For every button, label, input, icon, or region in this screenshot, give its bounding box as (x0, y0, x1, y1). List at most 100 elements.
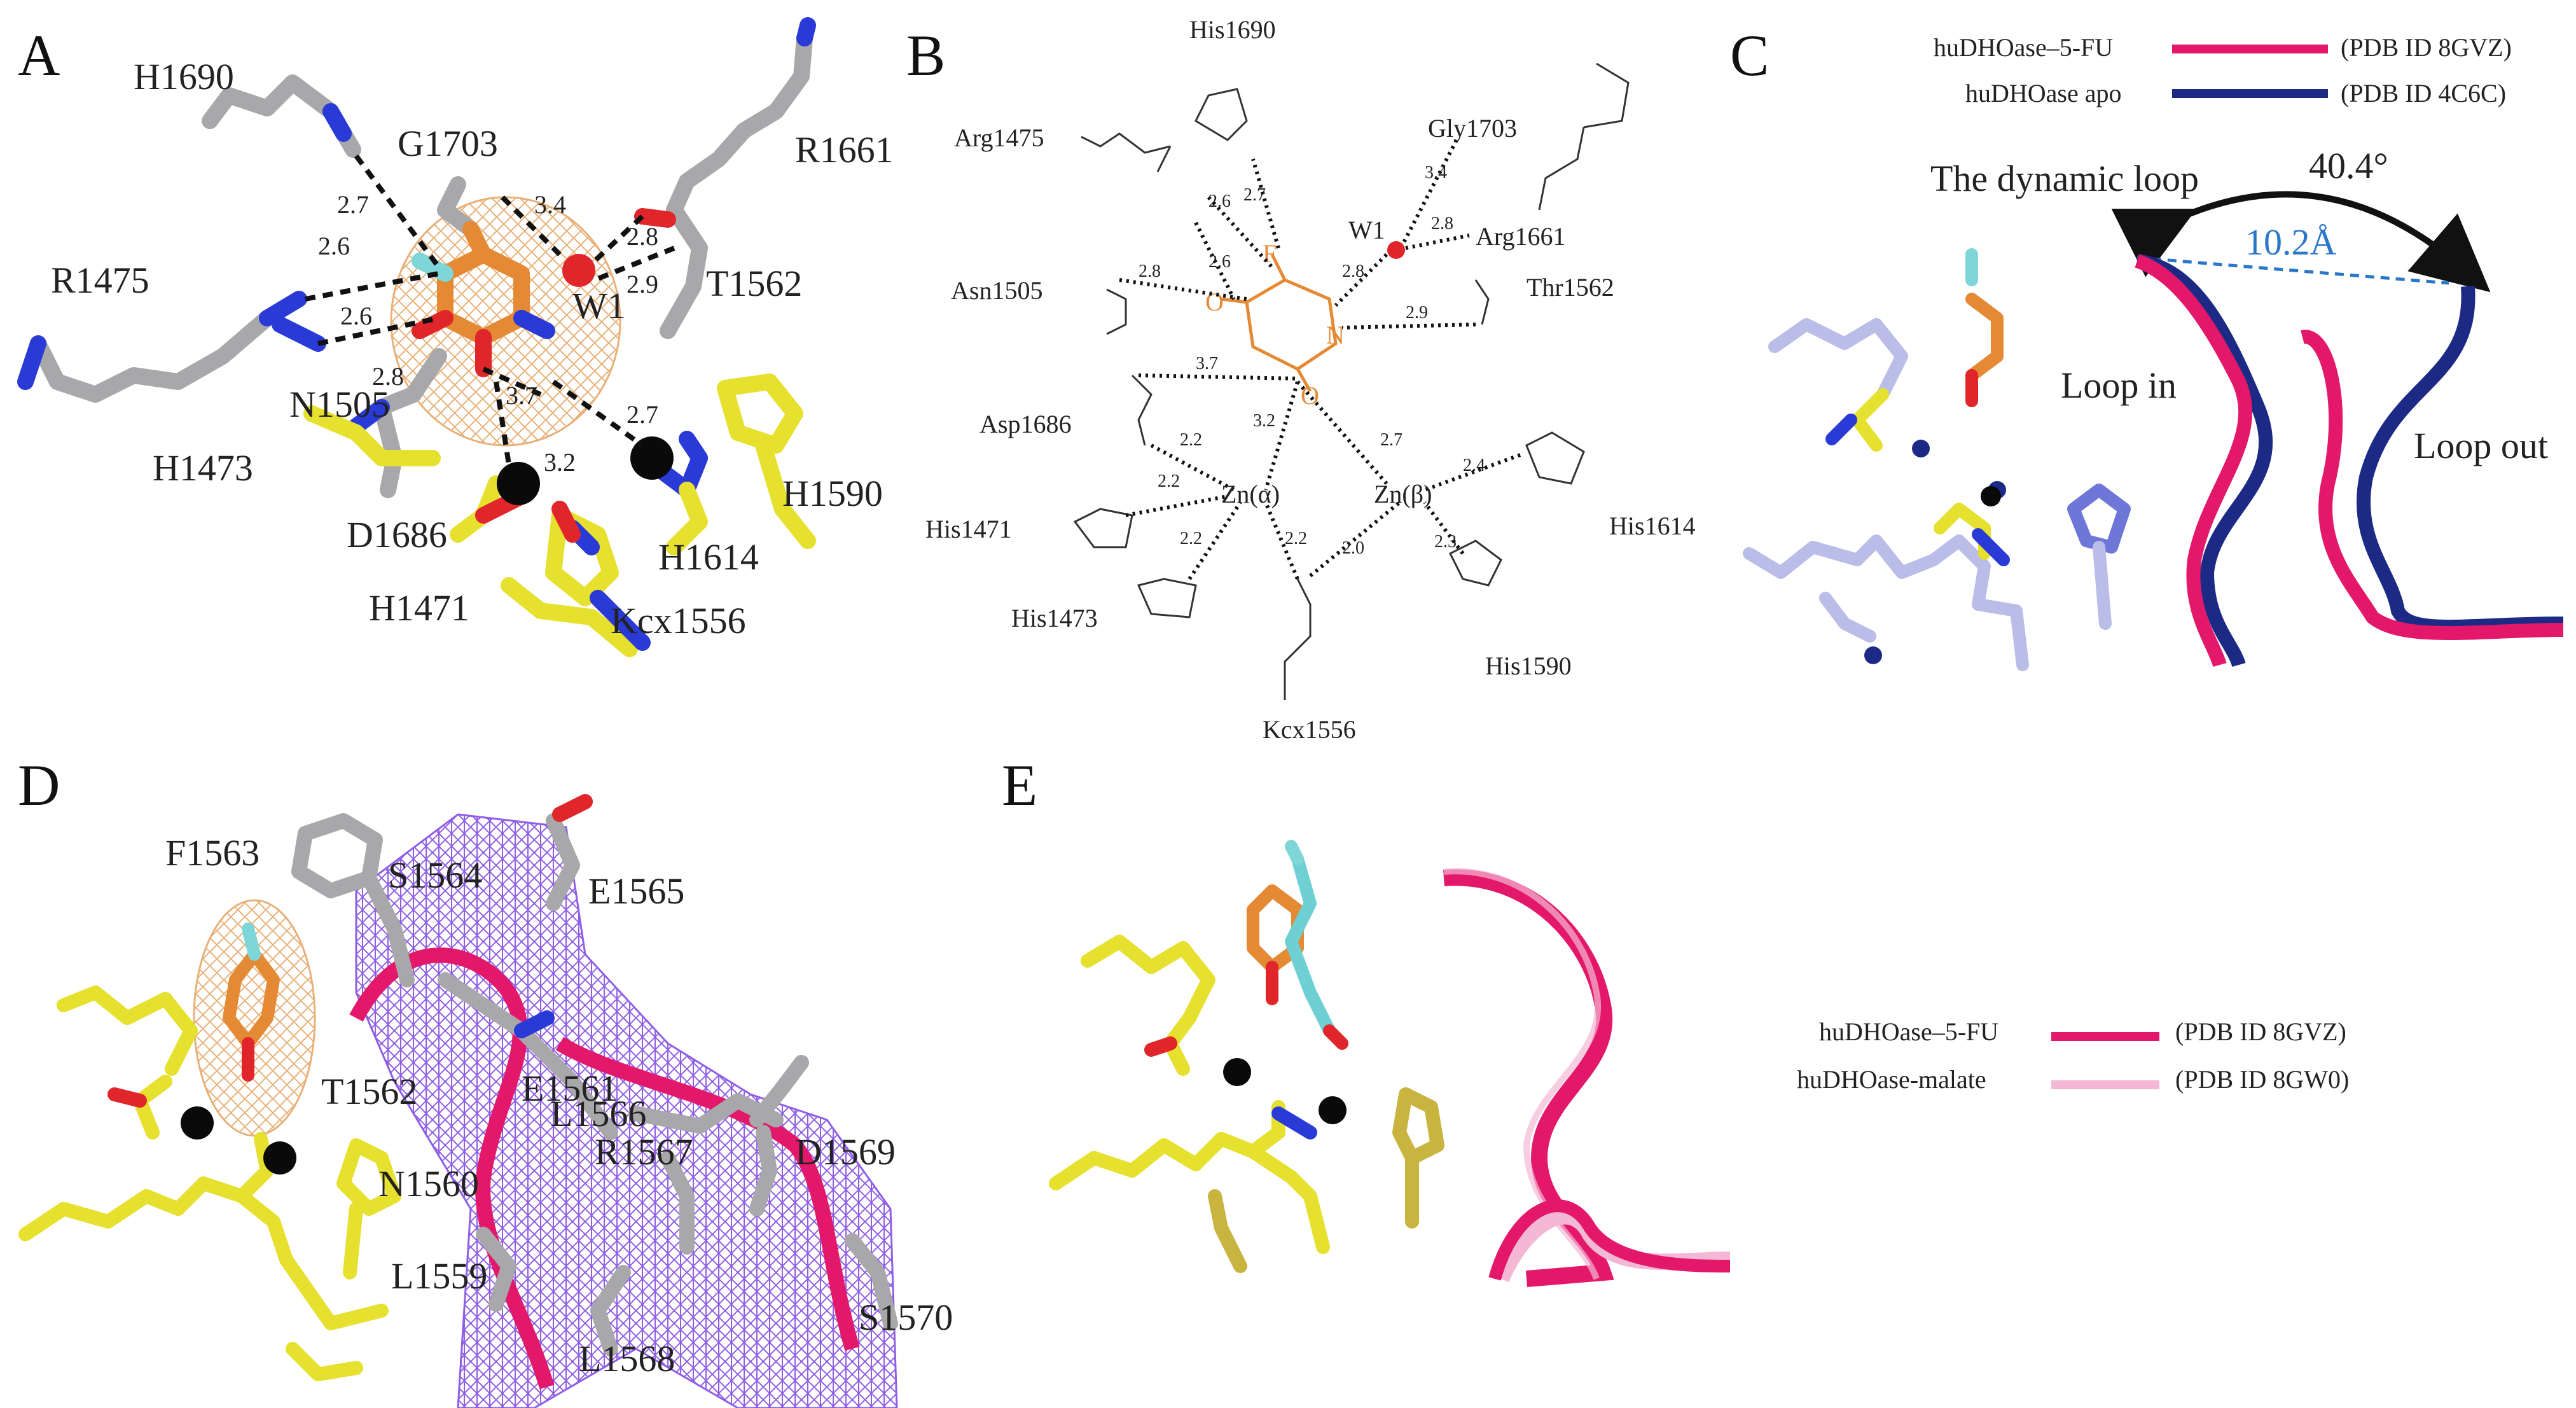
svg-text:S1570: S1570 (859, 1297, 953, 1338)
distance-label: 10.2Å (2245, 221, 2337, 263)
res-kcx1556: Kcx1556 (611, 600, 746, 641)
zinc-c-3 (1981, 486, 2001, 506)
res-h1471: H1471 (369, 587, 469, 629)
zinc-e-2 (1319, 1096, 1347, 1124)
svg-text:2.8: 2.8 (627, 222, 658, 251)
hbond-dashes-a (305, 154, 675, 465)
sidechain-drawings-b (1073, 62, 1630, 700)
panel-b: B F O O N (906, 15, 1696, 744)
zinc-alpha-a (497, 462, 540, 505)
legend-c-name-2: huDHOase apo (1965, 79, 2122, 108)
res-w1: W1 (572, 285, 626, 326)
grey-residues-a (17, 17, 816, 498)
svg-text:Kcx1556: Kcx1556 (1263, 715, 1356, 744)
panel-label-b: B (906, 23, 945, 88)
legend-e-pdb-2: (PDB ID 8GW0) (2175, 1065, 2349, 1094)
loop-in-label: Loop in (2061, 365, 2177, 406)
svg-text:D1569: D1569 (795, 1131, 896, 1173)
res-g1703: G1703 (398, 123, 498, 164)
loop-apo (2136, 254, 2273, 667)
legend-e-pdb-1: (PDB ID 8GVZ) (2175, 1017, 2346, 1046)
svg-text:Asn1505: Asn1505 (951, 276, 1042, 305)
svg-text:His1690: His1690 (1189, 15, 1276, 44)
svg-text:His1473: His1473 (1011, 604, 1098, 632)
svg-text:Zn(β): Zn(β) (1374, 480, 1432, 508)
water-w1-b (1387, 241, 1405, 259)
svg-text:3.2: 3.2 (1253, 411, 1275, 431)
residue-labels-b: His1690 Arg1475 Gly1703 W1 Arg1661 Asn15… (925, 15, 1696, 744)
svg-text:N1560: N1560 (378, 1163, 479, 1204)
svg-text:E1561: E1561 (522, 1068, 618, 1109)
loop-out-label: Loop out (2414, 425, 2548, 466)
svg-text:2.7: 2.7 (337, 190, 369, 219)
svg-text:2.3: 2.3 (1434, 532, 1457, 552)
zn-bonds-b (1119, 139, 1521, 580)
panel-label-e: E (1002, 753, 1037, 818)
svg-text:2.4: 2.4 (1463, 456, 1485, 475)
atom-n1-b: N (1326, 321, 1345, 349)
svg-text:W1: W1 (1348, 216, 1385, 244)
legend-c-pdb-1: (PDB ID 8GVZ) (2341, 33, 2512, 62)
svg-text:2.6: 2.6 (1208, 252, 1231, 272)
yellow-residues-a (303, 373, 816, 657)
loop-e-5fu-2 (1488, 1199, 1731, 1281)
svg-text:2.7: 2.7 (1243, 185, 1266, 205)
panel-label-a: A (18, 23, 60, 88)
res-d1686: D1686 (347, 514, 447, 555)
svg-text:Zn(α): Zn(α) (1221, 480, 1280, 508)
active-site-c (1743, 248, 2131, 671)
panel-label-c: C (1730, 23, 1769, 88)
svg-text:2.2: 2.2 (1158, 471, 1180, 491)
zinc-c-1 (1912, 440, 1930, 457)
svg-text:3.7: 3.7 (1196, 354, 1218, 373)
distance-dashed-line (2136, 256, 2449, 285)
svg-text:2.9: 2.9 (1406, 303, 1428, 323)
svg-text:Arg1475: Arg1475 (954, 123, 1044, 152)
ribbon-d-2 (555, 1036, 860, 1351)
res-h1473: H1473 (153, 447, 253, 489)
svg-text:His1590: His1590 (1485, 652, 1572, 680)
residue-labels-d: F1563 S1564 E1565 E1561 L1566 T1562 R156… (165, 832, 953, 1379)
svg-text:3.2: 3.2 (544, 448, 576, 477)
zinc-c-4 (1864, 646, 1882, 664)
angle-label: 40.4° (2309, 145, 2388, 186)
svg-text:2.6: 2.6 (340, 302, 372, 330)
legend-c-swatch-1 (2172, 45, 2328, 53)
angle-arrow (2111, 191, 2491, 293)
zinc-beta-a (630, 436, 674, 480)
legend-c-pdb-2: (PDB ID 4C6C) (2341, 79, 2506, 108)
svg-text:L1559: L1559 (391, 1255, 487, 1297)
water-w1-a (562, 254, 595, 287)
ligand-ring-b (1221, 253, 1338, 393)
loop-5fu-2 (2301, 330, 2564, 640)
legend-c: huDHOase–5-FU (PDB ID 8GVZ) huDHOase apo… (1934, 33, 2512, 108)
svg-text:Thr1562: Thr1562 (1527, 273, 1614, 302)
residue-labels-a: H1690 G1703 R1661 R1475 T1562 W1 N1505 H… (51, 56, 894, 641)
svg-text:2.7: 2.7 (1380, 430, 1402, 450)
svg-text:Gly1703: Gly1703 (1428, 114, 1517, 143)
svg-text:S1564: S1564 (388, 854, 482, 896)
legend-e-name-1: huDHOase–5-FU (1819, 1017, 1998, 1046)
svg-text:L1566: L1566 (550, 1093, 646, 1134)
res-h1690: H1690 (134, 56, 234, 97)
svg-text:2.8: 2.8 (1139, 261, 1161, 281)
svg-text:R1567: R1567 (595, 1131, 693, 1173)
yellow-sticks-e (1049, 935, 1444, 1273)
res-h1590: H1590 (782, 473, 883, 514)
res-h1614: H1614 (658, 536, 759, 578)
ligand-d (223, 923, 280, 1082)
distance-labels-a: 2.7 3.4 2.8 2.6 2.9 2.6 2.8 3.7 2.7 3.2 (318, 190, 658, 477)
atom-f-b: F (1263, 239, 1277, 268)
svg-text:E1565: E1565 (588, 870, 684, 912)
svg-text:His1471: His1471 (925, 515, 1012, 543)
panel-c: C huDHOase–5-FU (PDB ID 8GVZ) huDHOase a… (1730, 23, 2564, 671)
svg-text:2.2: 2.2 (1180, 430, 1202, 450)
legend-e-swatch-2 (2051, 1080, 2159, 1089)
svg-text:2.6: 2.6 (1208, 192, 1231, 211)
svg-text:2.2: 2.2 (1180, 529, 1202, 548)
svg-text:2.8: 2.8 (1431, 214, 1453, 234)
svg-text:His1614: His1614 (1609, 512, 1696, 540)
legend-e-name-2: huDHOase-malate (1797, 1065, 1986, 1094)
legend-e: huDHOase–5-FU (PDB ID 8GVZ) huDHOase-mal… (1797, 1017, 2349, 1094)
